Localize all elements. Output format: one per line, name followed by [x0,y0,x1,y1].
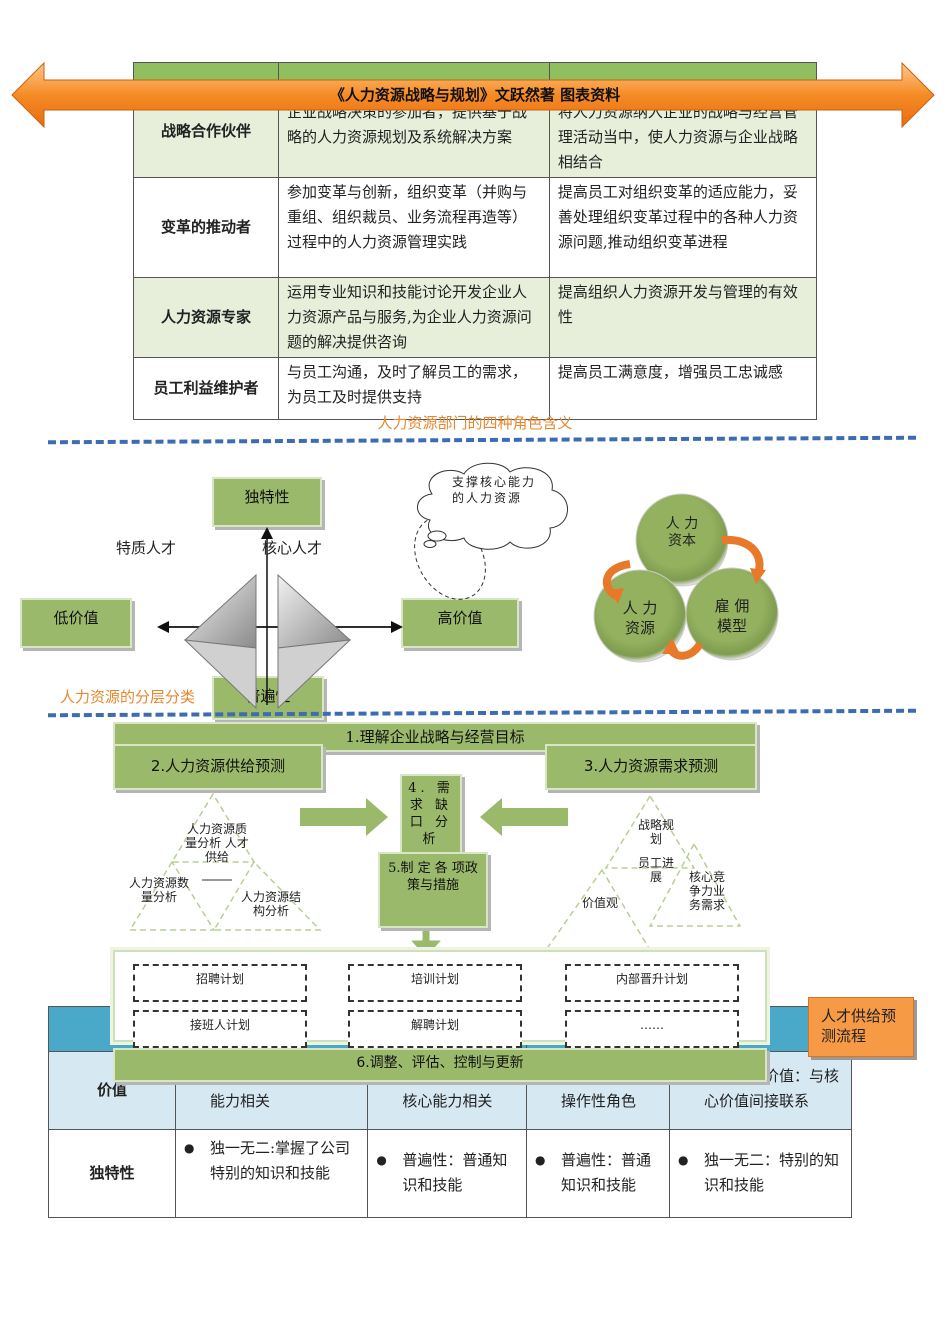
supply-triangles [128,792,322,931]
demand-triangles [544,794,742,951]
plan-box: 内部晋升计划 [565,964,739,1002]
circle-employment: 雇 佣 模型 [714,597,750,635]
low-value-box: 低价值 [20,598,132,648]
role-desc: 与员工沟通，及时了解员工的需求，为员工及时提供支持 [278,357,550,420]
circles-diagram [593,493,779,663]
supply-right-label: 人力资源结构分析 [240,890,301,918]
role-name: 员工利益维护者 [133,357,279,420]
table-cell: ●普遍性：普通知识和技能 [525,1129,671,1218]
flow-step-4: 4. 需求 缺口 分析 [400,774,462,856]
role-goal: 提高员工满意度，增强员工忠诚感 [548,357,818,420]
core-talent-label: 核心人才 [262,539,323,557]
plan-box: 培训计划 [348,964,522,1002]
row-label: 独特性 [48,1129,176,1218]
circle-resource: 人 力 资源 [622,599,658,637]
banner-title: 《人力资源战略与规划》文跃然著 图表资料 [329,86,621,104]
orange-flow-label: 人才供给预测流程 [808,997,914,1057]
roles-caption: 人力资源部门的四种角色含义 [377,414,573,432]
section-divider [47,435,917,445]
flow-step-6: 6.调整、评估、控制与更新 [113,1048,767,1082]
role-desc: 运用专业知识和技能讨论开发企业人力资源产品与服务,为企业人力资源问题的解决提供咨… [278,277,550,358]
layers-caption: 人力资源的分层分类 [60,688,196,706]
plan-box: 招聘计划 [133,964,307,1002]
thought-cloud [414,462,568,600]
classification-table: 价值 ●高价值：直接与核心能力相关 ●高价值：直接与核心能力相关 ●低战略价值：… [48,1006,852,1218]
table-cell: ●普遍性：普通知识和技能 [367,1129,527,1218]
cloud-text: 支撑核心能力的人力资源 [452,475,537,505]
circle-capital: 人 力 资本 [665,516,699,549]
plan-box: 接班人计划 [133,1010,307,1048]
supply-left-label: 人力资源数量分析 [128,876,189,904]
role-goal: 提高员工对组织变革的适应能力，妥善处理组织变革过程中的各种人力资源问题,推动组织… [548,177,818,278]
demand-top-label: 战略规划 [637,818,674,846]
axes-diagram [157,527,403,710]
role-name: 人力资源专家 [133,277,279,358]
demand-mid-label: 员工进展 [637,856,674,884]
flow-step-2: 2.人力资源供给预测 [113,744,323,790]
unique-box: 独特性 [212,477,322,527]
role-desc: 参加变革与创新，组织变革（并购与重组、组织裁员、业务流程再造等）过程中的人力资源… [278,177,550,278]
plan-box: …… [565,1010,739,1048]
supply-top-label: 人力资源质量分析 人才供给 [185,822,249,864]
high-value-box: 高价值 [401,598,519,648]
banner-arrow [11,61,935,129]
flow-step-5: 5.制 定 各 项政策与措施 [378,852,488,928]
table-cell: ●独一无二：特别的知识和技能 [669,1129,852,1218]
role-goal: 提高组织人力资源开发与管理的有效性 [548,277,818,358]
flow-arrows [300,798,568,959]
demand-left-label: 价值观 [581,896,618,910]
role-name: 变革的推动者 [133,177,279,278]
table-cell: ●独一无二:掌握了公司特别的知识和技能 [174,1129,369,1218]
flow-step-3: 3.人力资源需求预测 [545,744,757,790]
plan-box: 解聘计划 [348,1010,522,1048]
demand-right-label: 核心竞争力业务需求 [688,870,725,912]
special-talent-label: 特质人才 [116,539,177,557]
